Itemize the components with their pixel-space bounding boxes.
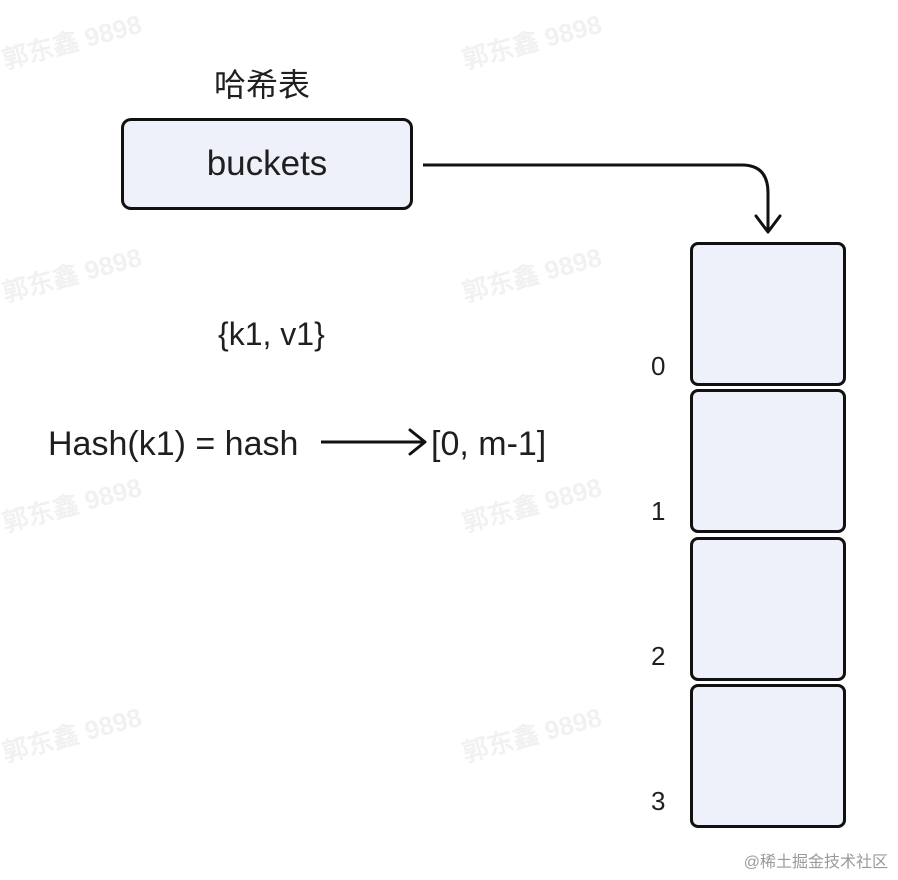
- source-credit: @稀土掘金技术社区: [743, 854, 888, 871]
- slot-index-label: 3: [651, 786, 666, 816]
- bucket-slot: [690, 684, 846, 828]
- bucket-slot: [690, 242, 846, 386]
- buckets-label: buckets: [206, 144, 328, 183]
- bucket-slot: [690, 537, 846, 681]
- hash-mapping-arrowhead: [408, 428, 427, 456]
- slot-index-label: 0: [651, 351, 666, 381]
- bucket-slot: [690, 389, 846, 533]
- hash-range: [0, m-1]: [431, 425, 547, 463]
- hash-expression: Hash(k1) = hash: [48, 425, 299, 463]
- diagram-title: 哈希表: [214, 67, 311, 103]
- buckets-pointer-arrow: [423, 163, 770, 230]
- buckets-pointer-arrowhead: [754, 214, 782, 234]
- slot-index-label: 1: [651, 496, 666, 526]
- buckets-box: buckets: [121, 118, 413, 210]
- slot-index-label: 2: [651, 641, 666, 671]
- key-value-pair: {k1, v1}: [218, 316, 325, 352]
